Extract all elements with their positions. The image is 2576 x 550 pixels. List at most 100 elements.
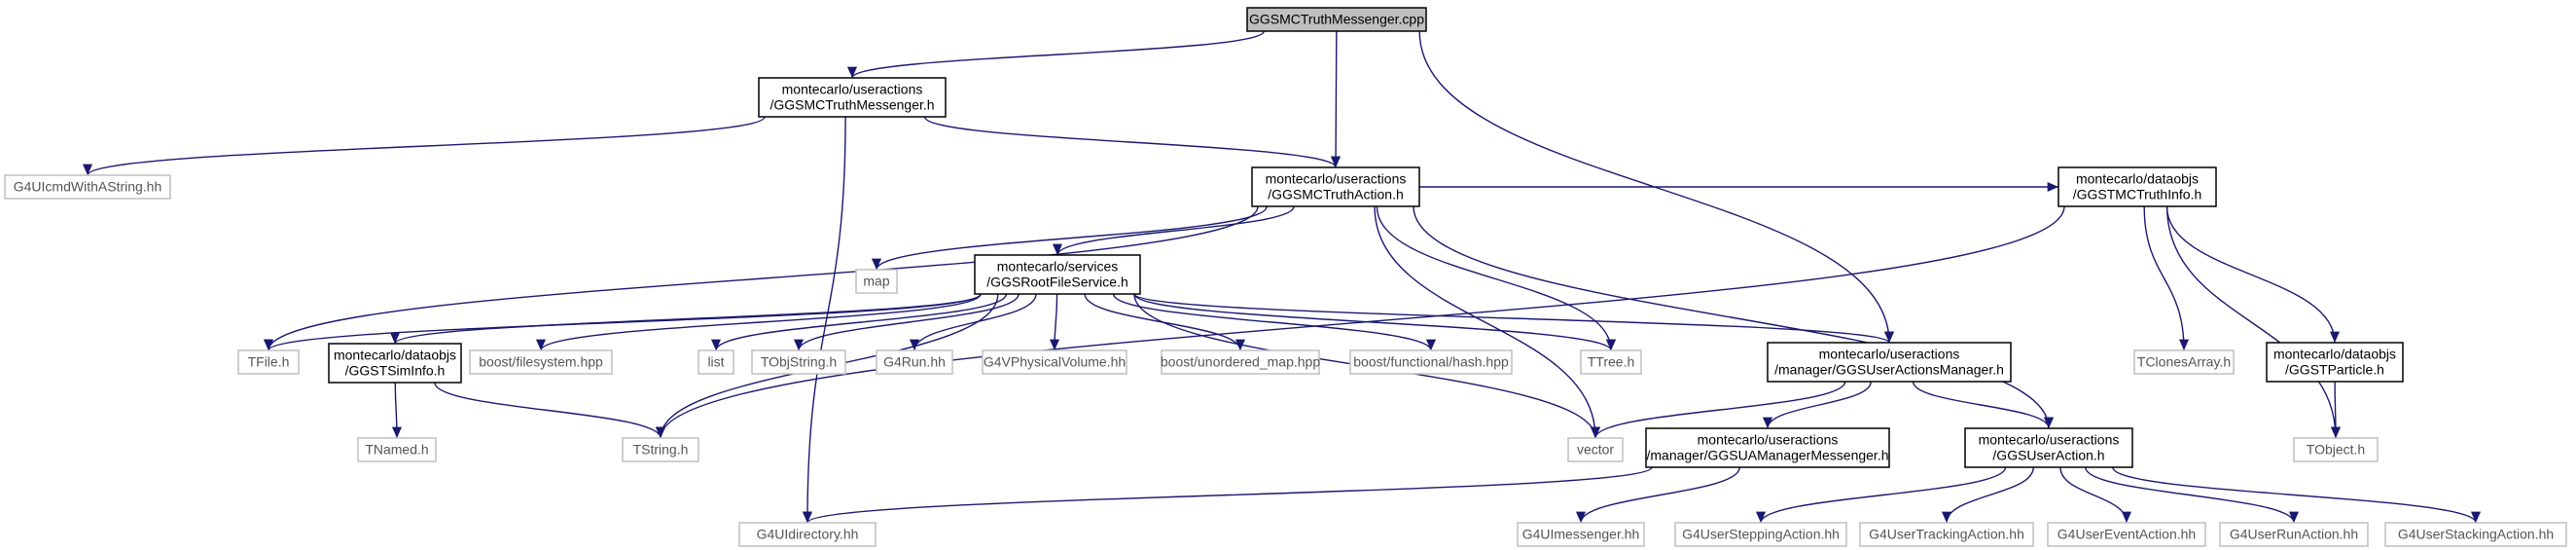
edge-rootfile-to-list xyxy=(711,293,1008,351)
node-label: montecarlo/useractions xyxy=(1819,347,1960,362)
node-label: G4UserTrackingAction.hh xyxy=(1869,527,2024,542)
node-g4runact: G4UserRunAction.hh xyxy=(2219,522,2369,547)
node-action_h[interactable]: montecarlo/useractions/GGSMCTruthAction.… xyxy=(1251,166,1420,207)
node-list: list xyxy=(698,349,734,375)
edge-action_h-to-rootfile xyxy=(1053,205,1295,256)
edge-useraction-to-g4event xyxy=(2059,466,2132,524)
node-label: /GGSMCTruthAction.h xyxy=(1268,187,1404,202)
dependency-nodes: GGSMCTruthMessenger.cpp montecarlo/userac… xyxy=(4,7,2567,547)
node-box xyxy=(2219,522,2369,547)
edge-action_h-to-map xyxy=(872,205,1268,271)
node-box xyxy=(751,349,846,375)
node-uam[interactable]: montecarlo/useractions/manager/GGSUserAc… xyxy=(1767,342,2012,383)
edge-rootfile-to-uam xyxy=(1133,293,1894,344)
node-vector: vector xyxy=(1567,437,1624,462)
node-boostfs: boost/filesystem.hpp xyxy=(469,349,613,375)
node-box xyxy=(1859,522,2034,547)
node-box xyxy=(2266,342,2404,383)
edge-messenger_h-to-g4uidir xyxy=(802,116,846,524)
edge-uamm-to-g4uidir xyxy=(803,466,1653,524)
node-tparticle[interactable]: montecarlo/dataobjs/GGSTParticle.h xyxy=(2266,342,2404,383)
node-label: boost/functional/hash.hpp xyxy=(1353,354,1509,370)
node-label: vector xyxy=(1577,442,1614,458)
node-box xyxy=(982,349,1127,375)
node-messenger_h[interactable]: montecarlo/useractions/GGSMCTruthMesseng… xyxy=(758,77,947,118)
edge-action_h-to-useraction xyxy=(1413,205,2054,429)
node-map: map xyxy=(855,269,898,294)
node-g4uidir: G4UIdirectory.hh xyxy=(738,522,877,547)
node-box xyxy=(2133,349,2235,375)
node-root: GGSMCTruthMessenger.cpp xyxy=(1246,7,1427,32)
node-g4track: G4UserTrackingAction.hh xyxy=(1859,522,2034,547)
node-g4step: G4UserSteppingAction.hh xyxy=(1674,522,1847,547)
node-label: list xyxy=(707,354,724,370)
node-label: G4UserStackingAction.hh xyxy=(2398,527,2554,542)
node-box xyxy=(1517,522,1645,547)
node-g4uicmd: G4UIcmdWithAString.hh xyxy=(4,174,171,200)
node-label: G4UserRunAction.hh xyxy=(2230,527,2358,542)
edge-action_h-to-tfile xyxy=(264,205,1259,351)
node-useraction[interactable]: montecarlo/useractions/GGSUserAction.h xyxy=(1964,427,2133,468)
node-box xyxy=(1767,342,2012,383)
node-g4stack: G4UserStackingAction.hh xyxy=(2384,522,2567,547)
node-box xyxy=(1567,437,1624,462)
node-tmctruth[interactable]: montecarlo/dataobjs/GGSTMCTruthInfo.h xyxy=(2057,166,2217,207)
edge-rootfile-to-boostfs xyxy=(536,293,982,351)
edge-simInfo-to-tstring xyxy=(434,382,665,439)
node-label: boost/filesystem.hpp xyxy=(479,354,603,370)
edge-uam-to-uamm xyxy=(1763,381,1872,429)
node-uamm[interactable]: montecarlo/useractions/manager/GGSUAMana… xyxy=(1645,427,1890,468)
node-box xyxy=(1674,522,1847,547)
node-tclones: TClonesArray.h xyxy=(2133,349,2235,375)
node-tfile: TFile.h xyxy=(237,349,300,375)
node-tobject: TObject.h xyxy=(2293,437,2379,462)
node-box xyxy=(469,349,613,375)
edge-tparticle-to-tobject xyxy=(2330,381,2342,439)
node-label: TString.h xyxy=(633,442,689,458)
node-simInfo[interactable]: montecarlo/dataobjs/GGSTSimInfo.h xyxy=(328,343,462,384)
node-label: map xyxy=(863,274,889,289)
edge-action_h-to-ttree xyxy=(1376,205,1617,351)
node-box xyxy=(974,254,1141,295)
edge-rootfile-to-ttree xyxy=(1133,293,1616,351)
node-box xyxy=(2384,522,2567,547)
edge-rootfile-to-g4vphys xyxy=(1049,293,1060,351)
node-box xyxy=(1161,349,1320,375)
node-label: /manager/GGSUAManagerMessenger.h xyxy=(1646,448,1888,463)
node-label: /GGSTMCTruthInfo.h xyxy=(2073,187,2202,202)
node-box xyxy=(698,349,734,375)
node-label: /GGSTSimInfo.h xyxy=(345,363,446,379)
node-label: G4UIdirectory.hh xyxy=(757,527,859,542)
node-label: G4VPhysicalVolume.hh xyxy=(984,354,1126,370)
node-label: montecarlo/useractions xyxy=(1979,432,2120,448)
node-label: montecarlo/useractions xyxy=(782,82,923,97)
node-box xyxy=(738,522,877,547)
node-box xyxy=(855,269,898,294)
node-box xyxy=(1251,166,1420,207)
node-g4event: G4UserEventAction.hh xyxy=(2047,522,2206,547)
node-g4run: G4Run.hh xyxy=(876,349,953,375)
edge-tmctruth-to-tstring xyxy=(656,205,2065,439)
node-label: montecarlo/dataobjs xyxy=(2273,347,2396,362)
edge-useraction-to-g4runact xyxy=(2085,466,2299,524)
node-label: /GGSRootFileService.h xyxy=(986,275,1128,290)
node-label: G4UserEventAction.hh xyxy=(2057,527,2196,542)
edge-rootfile-to-boosthash xyxy=(1112,293,1436,351)
node-label: G4UserSteppingAction.hh xyxy=(1682,527,1840,542)
node-box xyxy=(4,174,171,200)
node-boostumap: boost/unordered_map.hpp xyxy=(1161,349,1320,375)
node-box xyxy=(2047,522,2206,547)
edge-rootfile-to-simInfo xyxy=(390,293,982,345)
node-rootfile[interactable]: montecarlo/services/GGSRootFileService.h xyxy=(974,254,1141,295)
node-label: G4UIcmdWithAString.hh xyxy=(14,179,162,195)
node-box xyxy=(1580,349,1642,375)
edge-uamm-to-g4uimess xyxy=(1576,466,1740,524)
node-boosthash: boost/functional/hash.hpp xyxy=(1349,349,1513,375)
node-box xyxy=(1645,427,1890,468)
node-label: montecarlo/dataobjs xyxy=(2076,171,2199,187)
node-box xyxy=(2293,437,2379,462)
node-label: TObjString.h xyxy=(761,354,837,370)
node-box xyxy=(758,77,947,118)
edge-tmctruth-to-tparticle xyxy=(2165,205,2341,344)
